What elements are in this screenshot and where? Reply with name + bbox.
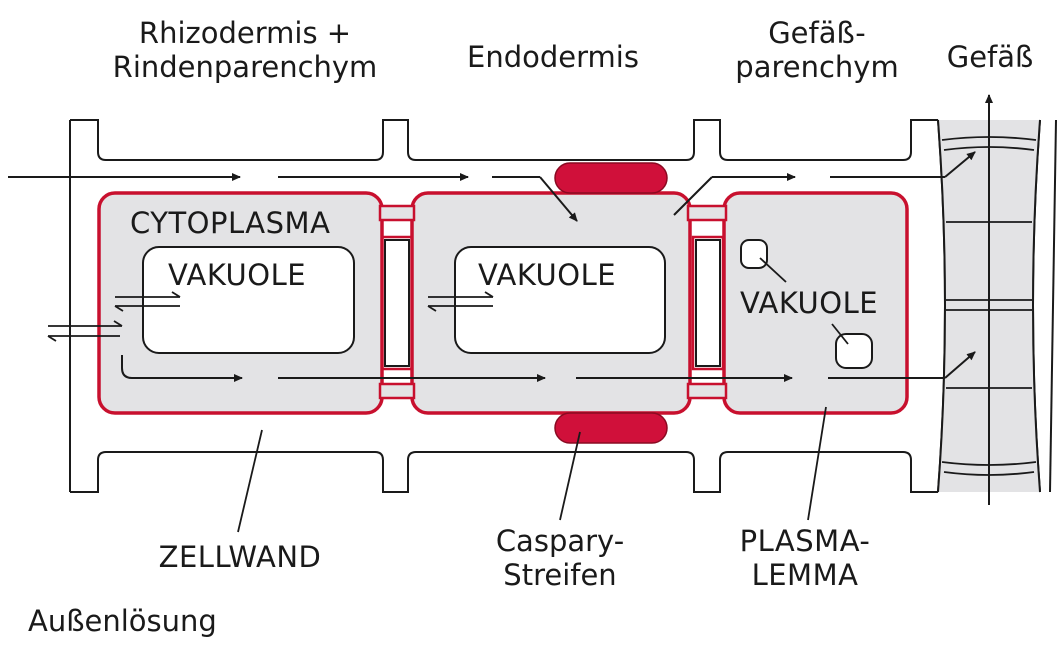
plasmodesma-bottom-2 (688, 384, 726, 398)
wall-block-1 (385, 240, 409, 366)
zellwand-leader (238, 430, 262, 532)
vessel (938, 120, 1056, 492)
cell-wall-top (70, 120, 938, 160)
wall-block-2 (696, 240, 720, 366)
header-gefaessparenchym-line2: parenchym (712, 50, 922, 84)
label-vakuole-2: VAKUOLE (478, 258, 616, 292)
casparian-strip-bottom (555, 413, 667, 443)
header-rhizodermis: Rhizodermis + Rindenparenchym (95, 16, 395, 84)
header-gefaessparenchym-line1: Gefäß- (712, 16, 922, 50)
label-caspary-line2: Streifen (470, 558, 650, 592)
label-aussenloesung: Außenlösung (28, 604, 217, 638)
vakuole-3b-shape (836, 334, 872, 368)
cell-wall-bottom (70, 452, 938, 492)
plasmodesma-top-1 (380, 206, 414, 220)
vakuole-3a-shape (741, 240, 767, 268)
header-gefaess: Gefäß (930, 40, 1050, 74)
header-rhizodermis-line1: Rhizodermis + (95, 16, 395, 50)
label-vakuole-1: VAKUOLE (168, 258, 306, 292)
caspary-leader (560, 432, 580, 520)
label-plasmalemma: PLASMA- LEMMA (720, 524, 890, 592)
label-caspary-line1: Caspary- (470, 524, 650, 558)
label-zellwand: ZELLWAND (140, 540, 340, 574)
label-vakuole-3: VAKUOLE (740, 286, 878, 320)
header-gefaessparenchym: Gefäß- parenchym (712, 16, 922, 84)
label-plasmalemma-line1: PLASMA- (720, 524, 890, 558)
plasmalemma-leader (808, 407, 826, 520)
label-cytoplasma: CYTOPLASMA (130, 206, 330, 240)
plasmodesma-top-2 (688, 206, 726, 220)
plasmodesma-bottom-1 (380, 384, 414, 398)
label-caspary: Caspary- Streifen (470, 524, 650, 592)
header-endodermis: Endodermis (448, 40, 658, 74)
label-plasmalemma-line2: LEMMA (720, 558, 890, 592)
header-rhizodermis-line2: Rindenparenchym (95, 50, 395, 84)
casparian-strip-top (555, 163, 667, 193)
